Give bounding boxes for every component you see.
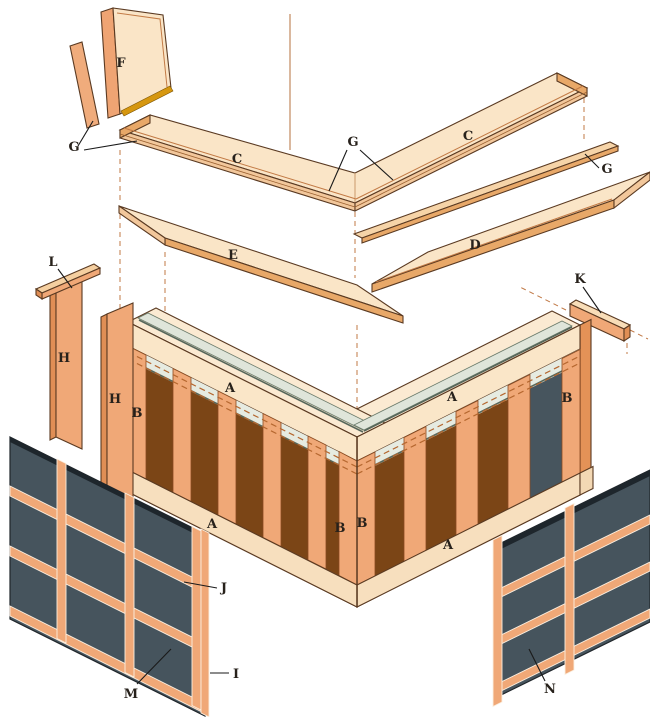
stud-left-corner: [338, 450, 358, 586]
label-d: D: [469, 238, 480, 253]
stud-left-2: [217, 390, 237, 525]
leader-l: [57, 268, 73, 289]
laminate-strip-left-edge: [138, 319, 364, 433]
end-panel-f-trim-line: [116, 12, 168, 88]
sub-top-e-front-edge: [164, 237, 404, 324]
label-n: N: [544, 682, 556, 697]
laminate-strip-right: [353, 320, 573, 431]
sub-top-e-surface: [118, 205, 404, 317]
label-h-left: H: [58, 351, 70, 366]
leader-g-center-2: [359, 149, 394, 181]
trim-seam-left: [123, 127, 357, 200]
trim-strip-g-detached-left: [69, 41, 100, 129]
callouts: F G C G C G E D L K H H B A A B A B B A …: [48, 56, 612, 702]
leader-n: [528, 648, 546, 682]
sub-top-d-group: [371, 171, 650, 293]
label-b-right-end: B: [562, 391, 573, 406]
label-g-center: G: [347, 135, 358, 150]
leader-g-right: [584, 153, 600, 169]
label-a-top-left: A: [224, 381, 236, 396]
label-m: M: [124, 687, 138, 702]
sub-top-d-end: [613, 171, 650, 210]
leader-g-center-1: [328, 149, 348, 192]
label-e: E: [228, 248, 238, 263]
batten-vertical: [124, 492, 135, 678]
label-b-corner-left: B: [335, 521, 346, 536]
label-h-mid: H: [109, 392, 121, 407]
label-b-left: B: [132, 406, 143, 421]
stud-left-3: [262, 412, 282, 548]
trim-edge-line-right: [354, 91, 588, 208]
bay-left-4: [281, 436, 308, 560]
stud-right-end: [561, 348, 581, 484]
trim-strip-g-right-face: [361, 145, 619, 244]
label-k: K: [574, 272, 586, 287]
label-c-right: C: [463, 129, 473, 144]
bottom-plate-right-protrusion: [579, 465, 594, 496]
batten-vertical: [564, 502, 575, 676]
label-j: J: [220, 581, 227, 596]
stud-left-1: [172, 367, 192, 503]
bay-right-3: [478, 399, 508, 525]
plank-h1-edge: [49, 282, 57, 441]
trim-strip-g-right-group: [352, 141, 620, 244]
leader-lines: [57, 120, 602, 685]
stud-right-2: [455, 399, 479, 537]
trim-edge-line-left: [119, 133, 356, 208]
leader-j: [183, 581, 218, 589]
label-l: L: [48, 255, 57, 270]
label-i: I: [233, 667, 239, 682]
sub-top-e-group: [118, 204, 404, 324]
face-panel-n-group: [492, 469, 650, 708]
hidden-line: [127, 351, 358, 468]
bay-left-1: [146, 369, 173, 493]
label-a-bottom-left: A: [206, 517, 218, 532]
stud-left-4: [307, 435, 327, 570]
stud-right-3: [507, 373, 531, 511]
batten-edge-vertical: [492, 534, 503, 708]
sub-top-e-end: [118, 204, 166, 247]
bay-right-2: [426, 425, 456, 551]
projection-line-k: [517, 285, 567, 311]
stud-right-1: [403, 425, 427, 563]
bay-right-1: [375, 451, 404, 576]
label-g-right: G: [601, 162, 612, 177]
end-board-k-group: [568, 299, 632, 343]
hidden-line: [356, 355, 581, 468]
sub-top-d-trim-line: [375, 198, 613, 283]
bar-top-end-right: [556, 72, 588, 97]
cap-l-end: [35, 287, 43, 301]
label-f: F: [116, 56, 126, 71]
bar-top-c-group: [118, 72, 589, 212]
end-board-k-end: [623, 323, 631, 343]
leader-g-left-1: [77, 120, 94, 147]
batten-vertical: [56, 458, 67, 644]
hidden-line: [356, 362, 581, 475]
gold-edge-strip: [120, 85, 174, 117]
label-a-bottom-right: A: [442, 538, 454, 553]
leader-g-left-2: [83, 140, 138, 151]
projection-line-k: [629, 329, 649, 340]
laminate-strip-right-edge: [363, 326, 573, 432]
bar-top-end-left: [119, 114, 151, 139]
frame-right-wall: [356, 318, 594, 608]
bay-left-5: [326, 459, 339, 576]
bay-left-3: [236, 414, 263, 538]
end-panel-f-group: [69, 7, 174, 129]
leader-k: [582, 286, 602, 314]
trim-seam-right: [355, 85, 584, 200]
face-panel-m-group: [9, 436, 210, 717]
hidden-line: [127, 358, 358, 475]
label-c-left: C: [232, 152, 242, 167]
label-g-left: G: [68, 140, 79, 155]
batten-edge-i: [200, 528, 210, 717]
bay-left-2: [191, 391, 218, 515]
label-a-top-right: A: [446, 390, 458, 405]
leader-m: [136, 648, 172, 685]
label-b-corner-right: B: [357, 516, 368, 531]
batten-vertical: [191, 525, 202, 711]
frame-left-wall: [127, 321, 358, 608]
bay-right-4-slate: [530, 372, 562, 499]
